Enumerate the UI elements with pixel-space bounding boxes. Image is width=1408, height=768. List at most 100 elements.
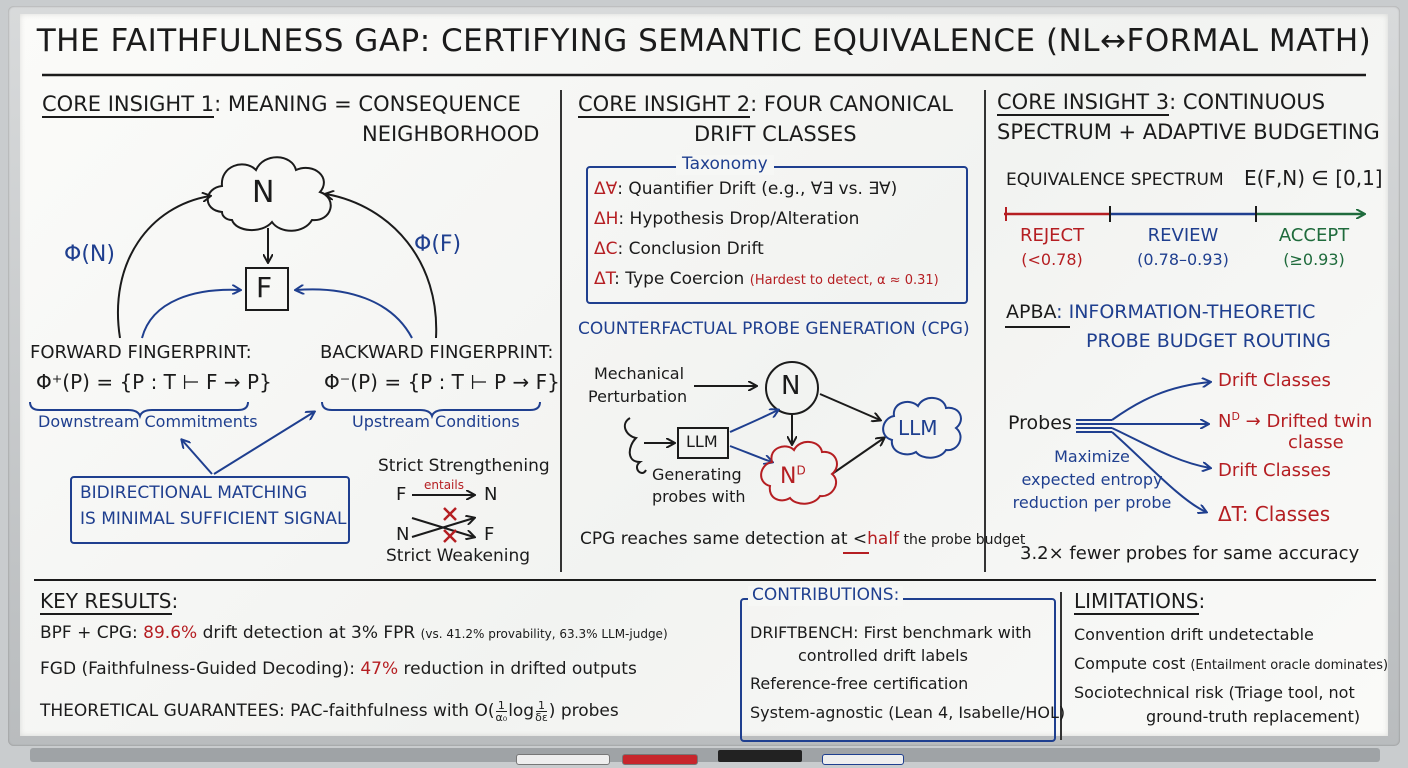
maximize-line1: Maximize (1054, 447, 1130, 466)
cpg-llm-box-label: LLM (686, 432, 718, 451)
strengthening-left: F (396, 484, 407, 505)
drift-symbol-hypothesis: ΔH (594, 209, 619, 229)
drift-symbol-quantifier: Δ∀ (594, 179, 618, 199)
contribution-driftbench-line1: DRIFTBENCH: First benchmark with (750, 623, 1032, 642)
result-line-bpf-d: (vs. 41.2% provability, 63.3% LLM-judge) (420, 627, 668, 641)
n-cloud-shape (206, 156, 332, 232)
result-line-fgd: FGD (Faithfulness-Guided Decoding): 47% … (40, 659, 637, 680)
cpg-result-half: half (867, 529, 900, 549)
forward-fingerprint-caption: Downstream Commitments (38, 412, 258, 431)
apba-heading: APBA: INFORMATION-THEORETIC (1006, 301, 1316, 324)
drift-symbol-conclusion: ΔC (594, 239, 618, 259)
insight3-heading-label: CORE INSIGHT 3 (997, 90, 1170, 116)
cpg-result: CPG reaches same detection at <half the … (580, 529, 1026, 550)
node-n-label: N (252, 175, 275, 210)
llm-cloud-shape (882, 397, 962, 459)
result-theory-frac2-den: δε (535, 711, 548, 724)
entails-label: entails (424, 478, 464, 492)
backward-fingerprint-caption: Upstream Conditions (352, 412, 520, 431)
result-line-bpf: BPF + CPG: 89.6% drift detection at 3% F… (40, 623, 668, 644)
result-theory-frac1-num: 1 (495, 699, 507, 712)
weakening-right: F (484, 524, 495, 545)
drift-text-conclusion: : Conclusion Drift (617, 239, 764, 259)
phi-f-label: Φ(F) (414, 232, 462, 257)
strict-weakening-label: Strict Weakening (386, 546, 531, 566)
limitations-heading-label: LIMITATIONS (1074, 589, 1199, 615)
cpg-n-circle (765, 361, 819, 415)
backward-fingerprint-formula: Φ⁻(P) = {P : T ⊢ P → F} (324, 370, 560, 394)
apba-rest: : INFORMATION-THEORETIC (1056, 301, 1316, 323)
route-type-classes: ΔT: Classes (1218, 502, 1331, 526)
contribution-reference-free: Reference-free certification (750, 674, 969, 693)
route-nd-base: N (1218, 411, 1232, 432)
reject-label: REJECT (1019, 225, 1085, 246)
phi-n-label: Φ(N) (64, 242, 115, 267)
route-drifted-twin-line2: classe (1288, 432, 1344, 453)
type-coercion-note: (Hardest to detect, α ≈ 0.31) (749, 273, 939, 288)
fewer-probes-result: 3.2× fewer probes for same accuracy (1020, 543, 1360, 564)
cpg-result-a: CPG reaches same detection at < (580, 529, 868, 549)
key-results-heading-label: KEY RESULTS (40, 589, 172, 615)
apba-label: APBA (1006, 301, 1057, 323)
insight1-heading-line2: NEIGHBORHOOD (362, 122, 540, 146)
drift-text-type: : Type Coercion (614, 269, 745, 289)
weakening-left: N (396, 524, 410, 545)
insight2-heading: CORE INSIGHT 2: FOUR CANONICAL (578, 92, 953, 118)
marker-tray (30, 748, 1380, 762)
result-line-fgd-value: 47% (360, 659, 399, 679)
result-line-theory: THEORETICAL GUARANTEES: PAC-faithfulness… (40, 700, 619, 723)
mechanical-line2: Perturbation (588, 387, 688, 406)
black-marker (516, 754, 610, 765)
route-nd-sup: D (1231, 410, 1240, 423)
nd-sup: D (796, 463, 806, 478)
key-results-heading: KEY RESULTS: (40, 589, 178, 615)
bidirectional-line1: BIDIRECTIONAL MATCHING (80, 483, 308, 503)
insight2-heading-label: CORE INSIGHT 2 (578, 92, 751, 118)
limitation-compute-cost-a: Compute cost (1074, 654, 1191, 673)
apba-heading-line2: PROBE BUDGET ROUTING (1086, 330, 1331, 352)
result-theory-log: log (508, 700, 535, 721)
blue-marker (822, 754, 904, 765)
drift-symbol-type: ΔT (594, 269, 615, 289)
cpg-result-c: the probe budget (899, 532, 1026, 548)
bidirectional-box (70, 476, 350, 544)
drift-item-type: ΔT: Type Coercion (Hardest to detect, α … (594, 269, 939, 290)
result-theory-frac2: 1 δε (535, 700, 548, 723)
insight3-heading: CORE INSIGHT 3: CONTINUOUS (997, 90, 1325, 116)
drift-item-quantifier: Δ∀: Quantifier Drift (e.g., ∀∃ vs. ∃∀) (594, 179, 897, 200)
forward-fingerprint-title: FORWARD FINGERPRINT: (30, 342, 252, 363)
maximize-line3: reduction per probe (1012, 493, 1172, 512)
route-drifted-twin-text: → Drifted twin (1239, 411, 1373, 432)
contributions-heading: CONTRIBUTIONS: (748, 585, 904, 606)
limitation-sociotechnical-line1: Sociotechnical risk (Triage tool, not (1074, 683, 1355, 702)
mechanical-line1: Mechanical (594, 364, 685, 383)
generating-line1: Generating (652, 465, 742, 484)
limitation-compute-cost: Compute cost (Entailment oracle dominate… (1074, 654, 1388, 674)
result-line-bpf-a: BPF + CPG: (40, 623, 144, 643)
accept-label: ACCEPT (1278, 225, 1350, 246)
reject-range: (<0.78) (1021, 250, 1083, 269)
cpg-llm-box-shape (677, 427, 729, 459)
spectrum-label: EQUIVALENCE SPECTRUM (1006, 170, 1224, 190)
whiteboard-surface (20, 14, 1388, 736)
result-theory-frac1: 1 α₀ (496, 700, 508, 723)
review-range: (0.78–0.93) (1137, 250, 1229, 269)
contribution-driftbench-line2: controlled drift labels (798, 646, 968, 665)
taxonomy-box (586, 166, 968, 304)
insight1-heading: CORE INSIGHT 1: MEANING = CONSEQUENCE (42, 92, 521, 118)
nd-base: N (780, 464, 797, 489)
board-title: THE FAITHFULNESS GAP: CERTIFYING SEMANTI… (36, 23, 1372, 59)
result-line-theory-b: ) probes (548, 700, 619, 721)
cpg-node-n: N (781, 371, 801, 401)
limitation-sociotechnical-line2: ground-truth replacement) (1146, 707, 1361, 726)
f-box-shape (245, 267, 289, 311)
generating-line2: probes with (652, 487, 746, 506)
strict-strengthening-label: Strict Strengthening (378, 456, 550, 476)
node-f-label: F (256, 271, 273, 304)
strengthening-right: N (484, 484, 498, 505)
taxonomy-label: Taxonomy (676, 154, 774, 175)
review-label: REVIEW (1147, 225, 1219, 246)
result-theory-frac1-den: α₀ (495, 711, 508, 724)
